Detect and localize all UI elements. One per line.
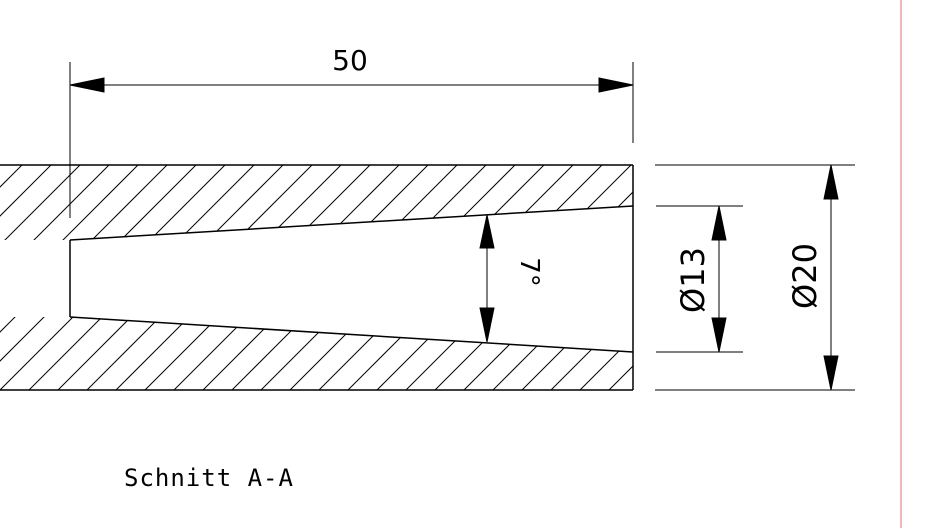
- hatch-line: [0, 165, 260, 390]
- arrowhead: [823, 355, 839, 391]
- hatch-line: [491, 165, 633, 390]
- length-dimension: [69, 62, 634, 218]
- hatch-line: [0, 165, 28, 390]
- hatch-line: [288, 165, 550, 390]
- hatch-line: [27, 165, 289, 390]
- hatch-line: [578, 165, 633, 390]
- arrowhead: [711, 317, 727, 353]
- hatch-line: [0, 165, 144, 390]
- arrowhead: [479, 307, 495, 343]
- dimension-label-taper-angle: 7°: [514, 257, 544, 287]
- outer-diameter-dimension: [655, 164, 855, 391]
- hatch-line: [346, 165, 608, 390]
- hatch-line: [317, 165, 579, 390]
- hatch-line: [520, 165, 633, 390]
- hatch-line: [433, 165, 633, 390]
- hatch-line: [753, 160, 937, 420]
- dimension-label-outer-diameter: Ø20: [786, 243, 824, 309]
- dimension-label-length: 50: [332, 44, 368, 77]
- dimension-label-inner-diameter: Ø13: [674, 247, 712, 313]
- section-caption: Schnitt A-A: [124, 464, 294, 492]
- hatch-line: [85, 165, 347, 390]
- hatch-line: [143, 165, 405, 390]
- hatch-line: [172, 165, 434, 390]
- taper-angle-dimension: [479, 214, 495, 343]
- arrowhead: [598, 77, 634, 93]
- hatch-line: [0, 165, 86, 390]
- hatch-line: [404, 165, 633, 390]
- inner-diameter-dimension: [656, 205, 743, 353]
- hatch-line: [0, 165, 115, 390]
- hatch-line: [0, 165, 173, 390]
- hatch-line: [375, 165, 633, 390]
- hatch-line: [56, 165, 318, 390]
- hatch-line: [230, 165, 492, 390]
- part-contour: [0, 164, 634, 391]
- arrowhead: [711, 205, 727, 241]
- hatch-line: [549, 165, 633, 390]
- conical-bore: [69, 205, 634, 353]
- hatch-line: [114, 165, 376, 390]
- hatch-line: [0, 165, 231, 390]
- arrowhead: [69, 77, 105, 93]
- arrowhead: [823, 164, 839, 200]
- hatch-line: [0, 165, 202, 390]
- arrowhead: [479, 214, 495, 249]
- hatch-line: [259, 165, 521, 390]
- hatch-line: [201, 165, 463, 390]
- hatch-line: [0, 165, 57, 390]
